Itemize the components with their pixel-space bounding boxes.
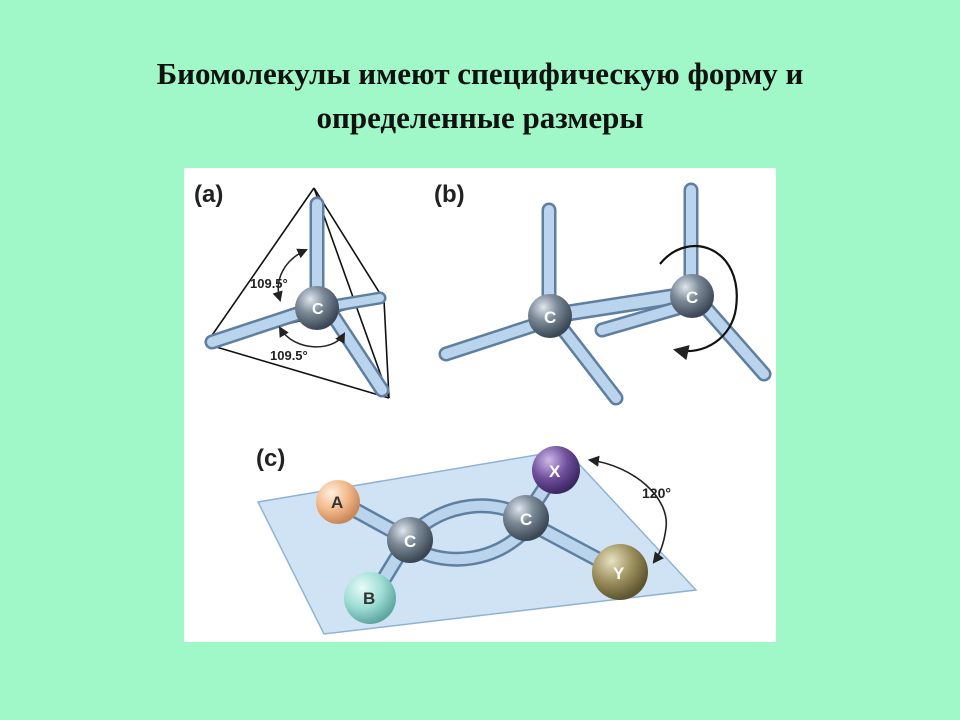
panel-b-carbon-left: [528, 294, 572, 338]
molecule-figure-svg: (a) C 109.5° 109.5° (b: [194, 181, 772, 635]
panel-c: (c) A B C C X: [256, 445, 698, 635]
substituent-b-atom: [344, 572, 396, 624]
slide-title: Биомолекулы имеют специфическую форму и …: [40, 52, 920, 140]
panel-a: (a) C 109.5° 109.5°: [194, 181, 390, 399]
substituent-y-label: Y: [613, 564, 625, 583]
panel-c-label: (c): [256, 445, 285, 472]
angle-label-120: 120°: [642, 485, 671, 501]
substituent-b-label: B: [363, 589, 375, 608]
panel-b: (b) C C: [434, 181, 772, 406]
angle-label-bottom: 109.5°: [270, 348, 308, 363]
substituent-x-atom: [532, 446, 580, 494]
substituent-x-label: X: [549, 462, 561, 481]
panel-b-carbon-right-label: C: [686, 288, 698, 307]
panel-b-carbon-right: [670, 274, 714, 318]
panel-a-label: (a): [194, 181, 223, 208]
rotation-arrow: [659, 245, 738, 361]
panel-c-carbon-right-label: C: [520, 510, 532, 529]
panel-b-bonds: [438, 182, 772, 406]
angle-arrow-top: [272, 248, 308, 303]
angle-label-top: 109.5°: [250, 276, 288, 291]
slide-title-line-1: Биомолекулы имеют специфическую форму и: [156, 56, 804, 91]
panel-c-carbon-left-label: C: [404, 532, 416, 551]
molecule-figure: (a) C 109.5° 109.5° (b: [184, 168, 776, 642]
substituent-a-label: A: [331, 493, 343, 512]
panel-b-carbon-left-label: C: [544, 308, 556, 327]
slide-title-line-2: определенные размеры: [316, 100, 644, 135]
substituent-a-atom: [316, 480, 360, 524]
angle-arrow-120: [587, 455, 667, 564]
panel-a-carbon-label: C: [312, 301, 324, 318]
molecular-plane: [256, 449, 698, 635]
angle-arrow-bottom: [278, 326, 346, 348]
panel-c-carbon-left: [387, 517, 433, 563]
panel-b-label: (b): [434, 181, 465, 208]
panel-c-carbon-right: [503, 495, 549, 541]
